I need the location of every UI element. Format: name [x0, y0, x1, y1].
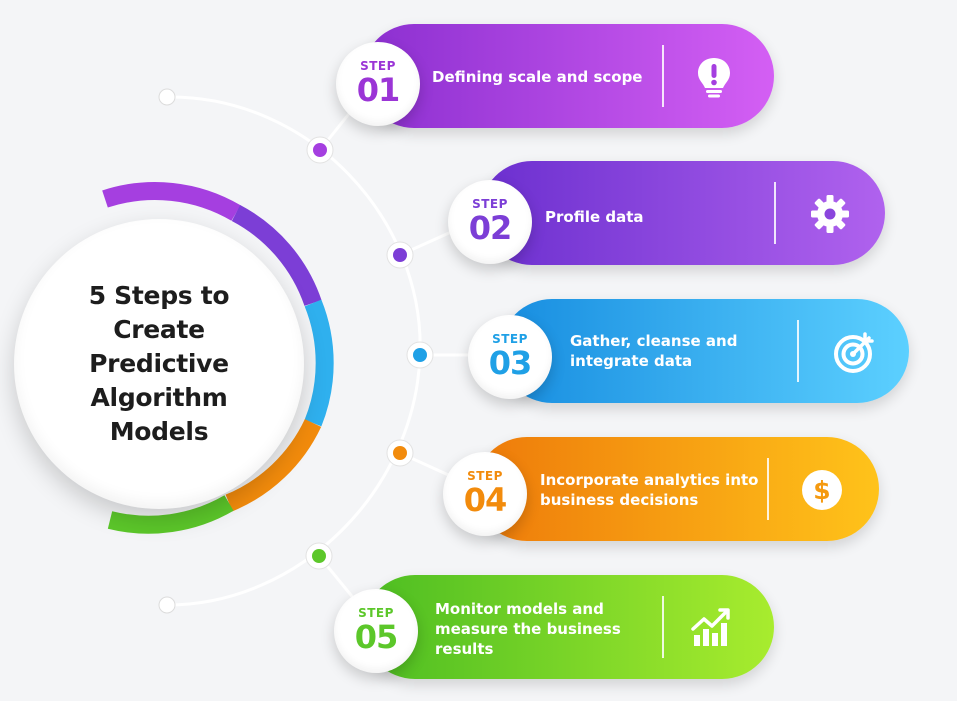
- step-5-badge: STEP 05: [334, 589, 418, 673]
- step-2-badge: STEP 02: [448, 180, 532, 264]
- node-2: [386, 241, 414, 269]
- arc-end-top: [158, 88, 176, 106]
- step-2-label: STEP: [472, 197, 508, 211]
- step-5-text: Monitor models and measure the business …: [435, 600, 621, 658]
- step-5-divider: [662, 596, 664, 658]
- step-1-badge: STEP 01: [336, 42, 420, 126]
- step-4-divider: [767, 458, 769, 520]
- step-4-badge: STEP 04: [443, 452, 527, 536]
- step-5-label: STEP: [358, 606, 394, 620]
- step-4-number: 04: [463, 481, 508, 519]
- gear-icon: [811, 195, 849, 233]
- step-2-text: Profile data: [545, 208, 644, 226]
- target-icon: [834, 332, 874, 373]
- step-3-label: STEP: [492, 332, 528, 346]
- arc-end-bottom: [158, 596, 176, 614]
- step-3-divider: [797, 320, 799, 382]
- diagram-title: 5 Steps to Create Predictive Algorithm M…: [88, 281, 230, 446]
- dollar-icon: $: [802, 470, 842, 510]
- step-1-divider: [662, 45, 664, 107]
- hub-ring: [102, 181, 334, 534]
- step-2-number: 02: [468, 209, 513, 247]
- step-3-badge: STEP 03: [468, 315, 552, 399]
- node-1: [306, 136, 334, 164]
- node-5: [305, 542, 333, 570]
- step-5-number: 05: [354, 618, 399, 656]
- step-5-card: [363, 575, 774, 679]
- node-4: [386, 439, 414, 467]
- step-3-number: 03: [488, 344, 533, 382]
- step-1-label: STEP: [360, 59, 396, 73]
- lightbulb-icon: [698, 58, 730, 98]
- step-3-text: Gather, cleanse and integrate data: [570, 332, 738, 370]
- step-3-card: [500, 299, 909, 403]
- hub-circle: 5 Steps to Create Predictive Algorithm M…: [14, 219, 304, 509]
- step-2-divider: [774, 182, 776, 244]
- branch-lines: [317, 99, 470, 601]
- growth-chart-icon: [691, 608, 730, 646]
- step-1-text: Defining scale and scope: [432, 68, 643, 86]
- step-4-label: STEP: [467, 469, 503, 483]
- node-3: [406, 341, 434, 369]
- step-1-number: 01: [356, 71, 401, 109]
- svg-text:$: $: [813, 476, 830, 505]
- step-4-text: Incorporate analytics into business deci…: [540, 471, 759, 509]
